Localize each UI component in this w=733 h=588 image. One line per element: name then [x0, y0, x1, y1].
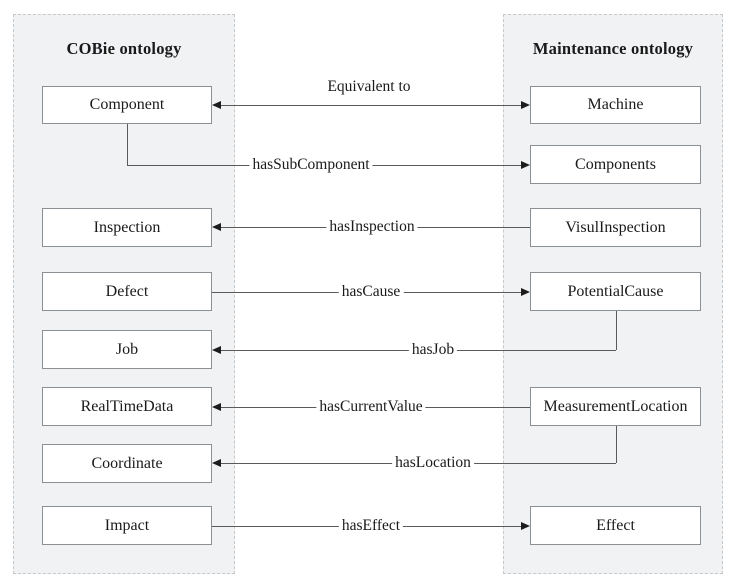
node-component: Component — [42, 86, 212, 124]
edge-label-hascurrentvalue: hasCurrentValue — [316, 398, 426, 416]
arrowhead-right-icon — [521, 101, 530, 109]
node-job: Job — [42, 330, 212, 369]
edge-label-equivalent-to: Equivalent to — [327, 78, 411, 95]
arrowhead-right-icon — [521, 161, 530, 169]
node-visulinspection: VisulInspection — [530, 208, 701, 247]
arrowhead-right-icon — [521, 522, 530, 530]
edge-label-hascause: hasCause — [338, 283, 404, 301]
node-coordinate: Coordinate — [42, 444, 212, 483]
node-effect: Effect — [530, 506, 701, 545]
edge-label-haslocation: hasLocation — [392, 454, 474, 472]
node-defect: Defect — [42, 272, 212, 311]
arrowhead-left-icon — [212, 459, 221, 467]
maintenance-ontology-title: Maintenance ontology — [532, 39, 694, 58]
cobie-ontology-title: COBie ontology — [66, 39, 182, 58]
arrowhead-left-icon — [212, 403, 221, 411]
node-measurementlocation: MeasurementLocation — [530, 387, 701, 426]
edge-label-hasjob: hasJob — [408, 341, 458, 359]
node-impact: Impact — [42, 506, 212, 545]
arrowhead-left-icon — [212, 101, 221, 109]
arrowhead-left-icon — [212, 223, 221, 231]
node-inspection: Inspection — [42, 208, 212, 247]
edge-haslocation-elbow — [616, 426, 617, 463]
edge-hasjob-elbow — [616, 311, 617, 350]
node-potentialcause: PotentialCause — [530, 272, 701, 311]
arrowhead-right-icon — [521, 288, 530, 296]
node-realtimedata: RealTimeData — [42, 387, 212, 426]
edge-label-hasinspection: hasInspection — [326, 218, 418, 236]
edge-hassubcomponent-elbow — [127, 124, 128, 165]
node-components: Components — [530, 145, 701, 184]
edge-label-hassubcomponent: hasSubComponent — [249, 156, 373, 174]
edge-equivalent-to-line — [221, 105, 521, 106]
edge-label-haseffect: hasEffect — [338, 517, 404, 535]
node-machine: Machine — [530, 86, 701, 124]
arrowhead-left-icon — [212, 346, 221, 354]
